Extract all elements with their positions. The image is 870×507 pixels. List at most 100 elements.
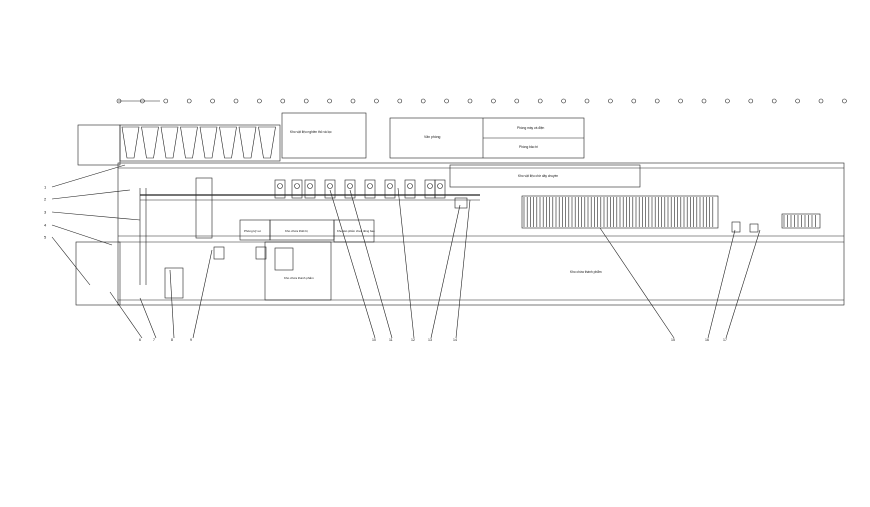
machine-motor (307, 183, 313, 189)
leader-line (397, 187, 415, 339)
callout-number: 14 (453, 338, 457, 342)
left-annex (77, 124, 121, 166)
silo-hopper (160, 126, 179, 159)
grid-bubble (116, 98, 122, 104)
callout-leaders (51, 164, 761, 339)
dryer-frame (521, 195, 719, 229)
machine-motor (347, 183, 353, 189)
leader-line (725, 229, 761, 339)
machine-motor (427, 183, 433, 189)
grid-bubble (327, 98, 332, 104)
machine-motor (294, 183, 300, 189)
building-outline (117, 162, 845, 306)
label-lab: Kho chứa thiết bị (285, 229, 308, 233)
machine-unit (454, 197, 468, 209)
silo-hopper (141, 126, 159, 159)
machine-unit (364, 179, 376, 199)
upper-bay (449, 164, 641, 188)
grid-bubble (771, 98, 777, 104)
grid-bubble (210, 98, 215, 104)
machine-motor (437, 183, 443, 189)
sample-room (333, 219, 375, 243)
machine-unit (384, 179, 396, 199)
label-main-warehouse: Kho chứa thành phẩm (570, 270, 602, 274)
grid-bubble (537, 98, 543, 104)
label-office: Văn phòng (424, 135, 441, 139)
callout-number: 7 (153, 338, 155, 342)
leader-line (109, 291, 143, 339)
grid-bubble (140, 98, 145, 104)
grid-bubble (467, 98, 473, 104)
machine-motor (407, 183, 413, 189)
callout-number: 4 (44, 223, 47, 228)
callout-number: 12 (411, 338, 415, 342)
label-sample-room: Kho sản phẩm chưa đóng bao (337, 229, 375, 233)
callout-number: 13 (428, 338, 432, 342)
grid-bubble (491, 98, 496, 104)
callout-number: 11 (389, 338, 393, 342)
machine-unit (404, 179, 416, 199)
callout-number: 16 (705, 338, 709, 342)
callout-number: 8 (171, 338, 173, 342)
grid-bubble (257, 98, 262, 104)
grid-bubble (444, 98, 449, 104)
grid-bubble (514, 98, 520, 104)
grid-bubble (842, 98, 847, 104)
leader-line (51, 211, 141, 221)
silo-hopper (180, 126, 198, 159)
machine-unit (344, 179, 356, 199)
machine-motor (277, 183, 283, 189)
grid-bubble (420, 98, 426, 104)
dryer-hatched-unit (521, 195, 816, 229)
label-upper-bay: Kho vật liệu chờ dây chuyền (518, 174, 558, 178)
machine-unit (731, 221, 741, 233)
equipment-grid (274, 247, 294, 271)
label-control-room: Phòng kỹ sư (244, 229, 261, 233)
mixer-unit (195, 177, 213, 239)
grid-bubble (350, 98, 356, 104)
label-top-left-room: Kho vật liệu nghiền thô và lọc (290, 130, 332, 134)
grid-bubble (374, 98, 379, 104)
callout-number: 17 (723, 338, 727, 342)
silo-hopper (121, 126, 140, 159)
machine-unit (434, 179, 446, 199)
machine-unit (749, 223, 759, 233)
grid-bubble (280, 98, 286, 104)
leader-line (430, 204, 461, 339)
leader-line (707, 229, 736, 339)
packing-unit (781, 213, 821, 229)
grid-bubble (397, 98, 403, 104)
machines (164, 179, 759, 299)
callout-number: 9 (190, 338, 192, 342)
machine-unit (324, 179, 336, 199)
leader-line (455, 199, 471, 339)
callout-number: 6 (139, 338, 141, 342)
grid-bubble (163, 98, 169, 104)
grid-bubble (701, 98, 707, 104)
leader-line (51, 224, 113, 246)
label-electrical-room: Phòng máy và điện (517, 126, 545, 130)
callout-number: 2 (44, 197, 47, 202)
grid-bubble (186, 98, 192, 104)
machine-unit (304, 179, 316, 199)
grid-bubble (233, 98, 239, 104)
leader-line (599, 227, 675, 339)
callout-number: 10 (372, 338, 376, 342)
leader-line (169, 269, 175, 339)
label-upper-right-room: Phòng bảo trì (519, 145, 538, 149)
leader-line (51, 164, 126, 188)
callout-number: 1 (44, 185, 47, 190)
grid-bubble (561, 98, 566, 104)
grid-bubble (608, 98, 613, 104)
left-warehouse (264, 241, 332, 301)
callout-number: 5 (44, 235, 47, 240)
leader-line (349, 189, 393, 339)
leader-line (51, 236, 91, 286)
leader-line (139, 297, 157, 339)
leader-line (329, 189, 376, 339)
grid-bubble (818, 98, 824, 104)
silo-hopper (219, 126, 237, 159)
